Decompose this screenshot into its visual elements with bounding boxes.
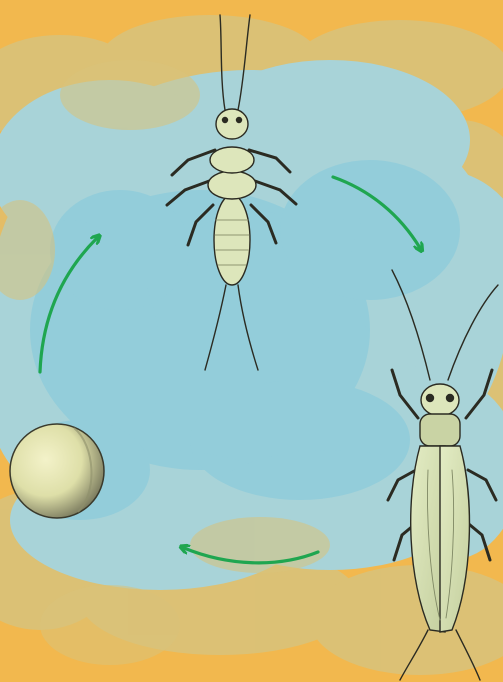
egg-icon [10,424,104,518]
